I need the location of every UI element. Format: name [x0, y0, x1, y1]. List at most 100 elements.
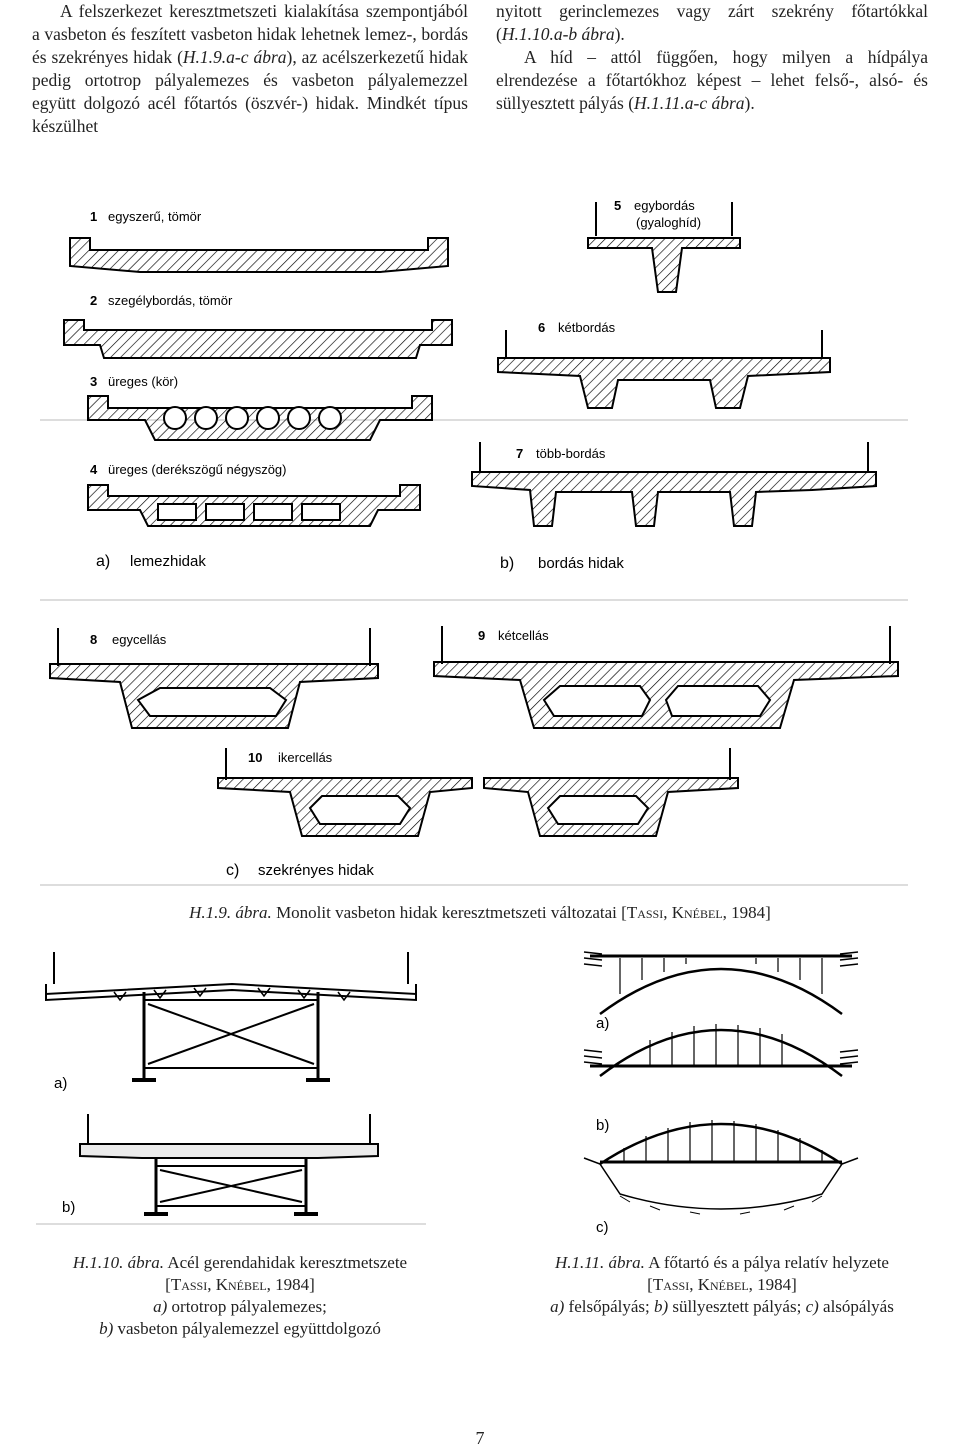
section-4-hollow-rectangular: 4 üreges (derékszögű négyszög) [87, 462, 421, 527]
figure-h19-caption: H.1.9. ábra. Monolit vasbeton hidak kere… [100, 902, 860, 924]
sub-letter: a) [153, 1297, 168, 1316]
sub-letter: b) [654, 1297, 669, 1316]
figure-h19: 1 egyszerű, tömör 2 szegélybordás, tömör… [40, 180, 908, 888]
text-run: ). [614, 24, 625, 44]
section-8-single-cell: 8 egycellás [49, 628, 379, 729]
section-label: üreges (kör) [108, 374, 178, 389]
figure-h111-caption: H.1.11. ábra. A főtartó és a pálya relat… [516, 1252, 928, 1318]
sub-text: felsőpályás; [568, 1297, 650, 1316]
section-label: egybordás [634, 198, 695, 213]
sub-text: alsópályás [823, 1297, 894, 1316]
girder-a-orthotropic [45, 952, 417, 1082]
caption-year: , 1984] [748, 1275, 797, 1294]
caption-line: [Tassi, Knébel, 1984] [40, 1274, 440, 1296]
caption-authors: Tassi, Knébel [170, 1275, 267, 1294]
caption-line: [Tassi, Knébel, 1984] [516, 1274, 928, 1296]
section-number: 10 [248, 750, 262, 765]
caption-bracket: [ [647, 1275, 653, 1294]
figure-h111: a) b) c) [580, 944, 862, 1236]
section-7-multi-rib: 7 több-bordás [471, 442, 877, 527]
section-label: több-bordás [536, 446, 606, 461]
arch-c-deck-bottom [583, 1120, 859, 1215]
caption-year: , 1984] [266, 1275, 315, 1294]
caption-line: a) felsőpályás; b) süllyesztett pályás; … [516, 1296, 928, 1318]
caption-line: b) vasbeton pályalemezzel együttdolgozó [40, 1318, 440, 1340]
caption-line: H.1.10. ábra. Acél gerendahidak keresztm… [40, 1252, 440, 1274]
intro-paragraph: A felszerkezet keresztmetszeti kialakítá… [32, 0, 468, 138]
caption-bracket: [ [165, 1275, 171, 1294]
section-label: (gyaloghíd) [636, 215, 701, 230]
section-6-twin-rib: 6 kétbordás [497, 320, 831, 409]
section-number: 6 [538, 320, 545, 335]
section-9-twin-cell: 9 kétcellás [433, 626, 899, 729]
section-label: kétbordás [558, 320, 616, 335]
arch-a-deck-top [583, 951, 859, 1016]
caption-reference: H.1.10. ábra. [72, 1253, 165, 1272]
caption-reference: H.1.11. ábra. [555, 1253, 645, 1272]
group-letter: c) [226, 862, 239, 879]
figure-reference: H.1.10.a-b ábra [501, 24, 615, 44]
section-1-solid-slab: 1 egyszerű, tömör [69, 209, 449, 273]
section-10-twin-box: 10 ikercellás [217, 748, 739, 837]
arch-bridge-drawing: a) b) c) [583, 951, 859, 1236]
section-number: 2 [90, 293, 97, 308]
group-label: lemezhidak [130, 553, 206, 570]
section-label: egyszerű, tömör [108, 209, 202, 224]
page-number: 7 [475, 1428, 485, 1448]
sub-text: vasbeton pályalemezzel együttdolgozó [117, 1319, 381, 1338]
text-run: ). [744, 93, 755, 113]
caption-authors: Tassi, Knébel [626, 903, 723, 922]
left-text-column: A felszerkezet keresztmetszeti kialakítá… [32, 0, 468, 138]
figure-h110: a) b) [36, 944, 426, 1226]
section-number: 8 [90, 632, 97, 647]
caption-text: Monolit vasbeton hidak keresztmetszeti v… [276, 903, 627, 922]
section-number: 7 [516, 446, 523, 461]
section-number: 1 [90, 209, 97, 224]
section-label: kétcellás [498, 628, 549, 643]
caption-line: H.1.11. ábra. A főtartó és a pálya relat… [516, 1252, 928, 1274]
group-letter: b) [500, 555, 514, 572]
right-text-column: nyitott gerinclemezes vagy zárt szekrény… [496, 0, 928, 115]
section-number: 5 [614, 198, 621, 213]
caption-authors: Tassi, Knébel [652, 1275, 749, 1294]
section-2-edge-beam-slab: 2 szegélybordás, tömör [63, 293, 453, 359]
section-number: 9 [478, 628, 485, 643]
caption-text: A főtartó és a pálya relatív helyzete [648, 1253, 889, 1272]
section-number: 4 [90, 462, 98, 477]
sub-letter: b) [99, 1319, 114, 1338]
arch-b-deck-middle [583, 1024, 859, 1077]
subfigure-letter: a) [54, 1075, 67, 1092]
section-label: üreges (derékszögű négyszög) [108, 462, 287, 477]
subfigure-letter: c) [596, 1219, 609, 1236]
section-3-hollow-circular: 3 üreges (kör) [87, 374, 433, 441]
group-letter: a) [96, 553, 110, 570]
text-run: ), az acélszerkezetű hidak pedig ortotro… [32, 47, 468, 136]
group-label: szekrényes hidak [258, 862, 374, 879]
sub-letter: c) [805, 1297, 819, 1316]
sub-text: süllyesztett pályás; [672, 1297, 802, 1316]
figure-reference: H.1.9.a-c ábra [182, 47, 287, 67]
text-run: A híd – attól függően, hogy milyen a híd… [496, 47, 928, 113]
sub-letter: a) [550, 1297, 565, 1316]
figure-reference: H.1.11.a-c ábra [634, 93, 745, 113]
caption-line: a) ortotrop pályalemezes; [40, 1296, 440, 1318]
caption-reference: H.1.9. ábra. [189, 903, 272, 922]
subfigure-letter: b) [596, 1117, 609, 1134]
figure-h110-caption: H.1.10. ábra. Acél gerendahidak keresztm… [40, 1252, 440, 1340]
continued-paragraph: nyitott gerinclemezes vagy zárt szekrény… [496, 0, 928, 46]
section-number: 3 [90, 374, 97, 389]
text-run: A felszerkezet keresztmetszeti kialakítá… [32, 1, 468, 67]
girder-b-composite [79, 1114, 379, 1216]
group-label: bordás hidak [538, 555, 624, 572]
steel-girder-drawing: a) b) [36, 952, 426, 1225]
text-run: nyitott gerinclemezes vagy zárt szekrény… [496, 1, 928, 44]
sub-text: ortotrop pályalemezes; [171, 1297, 327, 1316]
section-5-single-rib: 5 egybordás (gyaloghíd) [587, 198, 741, 293]
section-label: szegélybordás, tömör [108, 293, 233, 308]
deck-position-paragraph: A híd – attól függően, hogy milyen a híd… [496, 46, 928, 115]
subfigure-letter: b) [62, 1199, 75, 1216]
section-label: egycellás [112, 632, 167, 647]
section-label: ikercellás [278, 750, 333, 765]
subfigure-letter: a) [596, 1015, 609, 1032]
cross-section-drawing: 1 egyszerű, tömör 2 szegélybordás, tömör… [40, 198, 908, 886]
